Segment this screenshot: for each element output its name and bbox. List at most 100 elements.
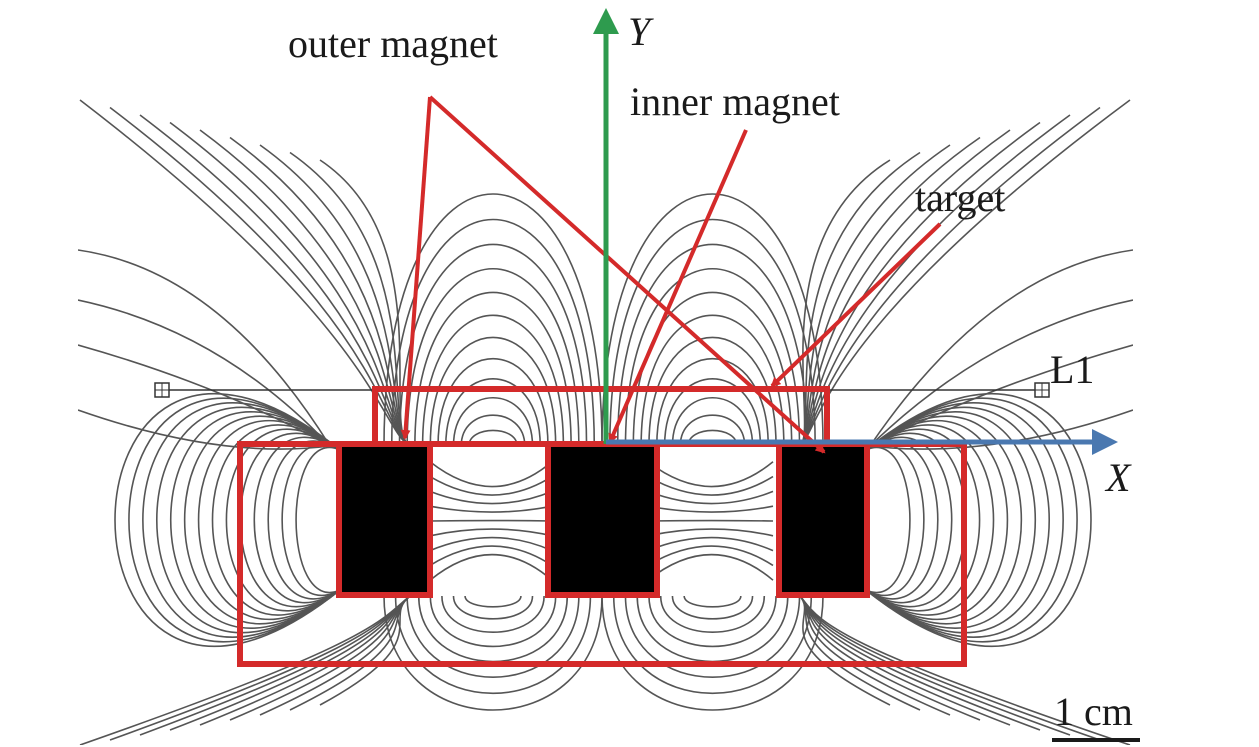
inner-magnet-outline — [545, 441, 660, 598]
field-line — [429, 545, 553, 567]
field-line — [155, 406, 341, 634]
field-line — [429, 595, 557, 648]
field-line — [659, 595, 766, 633]
red-outlines — [237, 386, 967, 667]
field-line — [441, 595, 545, 633]
field-line — [865, 446, 911, 594]
field-line — [683, 595, 742, 608]
field-line — [460, 414, 526, 447]
field-line — [799, 99, 1131, 447]
field-line — [225, 428, 341, 612]
field-line — [406, 267, 580, 447]
field-line — [383, 595, 603, 711]
annotation-arrows — [400, 95, 942, 454]
field-line — [229, 136, 411, 447]
field-line — [468, 429, 518, 447]
field-line — [295, 446, 341, 594]
field-line — [170, 411, 341, 629]
field-line — [421, 314, 565, 447]
field-line — [183, 415, 341, 625]
outer-magnet-right — [780, 447, 866, 595]
field-line — [429, 475, 553, 496]
field-line — [647, 545, 774, 567]
field-line — [429, 536, 553, 552]
field-line — [406, 595, 580, 678]
field-line — [429, 490, 553, 505]
field-line — [647, 505, 774, 513]
field-line — [78, 299, 331, 447]
field-line — [624, 595, 801, 678]
inner-magnet-pointer — [608, 129, 748, 444]
field-line — [647, 536, 774, 552]
field-line — [383, 193, 603, 447]
field-line — [612, 595, 813, 695]
field-line — [799, 114, 1071, 447]
y-axis-label: Y — [628, 9, 651, 54]
field-line — [799, 595, 891, 706]
outer-magnet-pointer-left — [400, 96, 432, 440]
field-line — [78, 409, 331, 450]
field-line — [647, 528, 774, 537]
field-line — [799, 121, 1041, 447]
field-line — [865, 393, 1092, 647]
field-line — [464, 595, 522, 608]
field-line — [865, 406, 1051, 634]
field-line — [671, 595, 754, 620]
field-line — [865, 436, 953, 604]
field-line — [865, 428, 981, 612]
field-line — [414, 291, 572, 447]
scale-bar-label: 1 cm — [1054, 689, 1133, 734]
field-line — [865, 420, 1009, 620]
field-line — [429, 528, 553, 537]
field-line — [679, 414, 746, 447]
field-line — [253, 436, 341, 604]
field-line — [429, 553, 553, 581]
field-line — [663, 378, 762, 447]
field-line — [865, 443, 925, 597]
inner-magnet-label: inner magnet — [630, 79, 840, 124]
outer-magnet-left — [340, 447, 428, 595]
magnet-blocks — [340, 447, 866, 595]
outer-magnet-label: outer magnet — [288, 21, 498, 66]
field-line — [647, 461, 774, 488]
outer-magnet-left-outline — [336, 441, 433, 598]
field-line — [636, 595, 789, 663]
field-line — [429, 505, 553, 513]
field-line — [79, 99, 411, 447]
field-line — [429, 336, 557, 447]
field-lines — [78, 99, 1133, 745]
target-label: target — [915, 175, 1006, 220]
field-line — [114, 393, 341, 647]
field-line — [648, 595, 777, 648]
x-axis-label: X — [1106, 455, 1131, 500]
field-line — [390, 218, 596, 447]
field-line — [319, 595, 411, 706]
field-line — [647, 490, 774, 505]
target-pointer — [770, 222, 942, 388]
field-line — [865, 411, 1036, 629]
field-line — [616, 243, 809, 447]
field-line — [609, 218, 816, 447]
field-line — [624, 267, 801, 447]
field-line — [655, 358, 770, 447]
outer-magnet-pointer-right — [428, 95, 826, 454]
field-line — [417, 595, 569, 663]
field-line — [437, 358, 549, 447]
field-line — [671, 397, 754, 447]
field-line — [444, 378, 542, 447]
field-line — [869, 299, 1133, 447]
field-line — [647, 553, 774, 581]
line-l1-label: L1 — [1050, 347, 1095, 392]
field-line — [239, 432, 341, 608]
field-line — [799, 159, 891, 447]
field-line — [865, 415, 1023, 625]
field-line — [869, 249, 1133, 447]
field-line — [865, 440, 939, 600]
field-line — [78, 249, 331, 447]
field-line — [865, 424, 995, 616]
field-line — [452, 595, 534, 620]
field-line — [79, 595, 411, 745]
field-line — [647, 475, 774, 496]
field-line — [601, 193, 824, 447]
